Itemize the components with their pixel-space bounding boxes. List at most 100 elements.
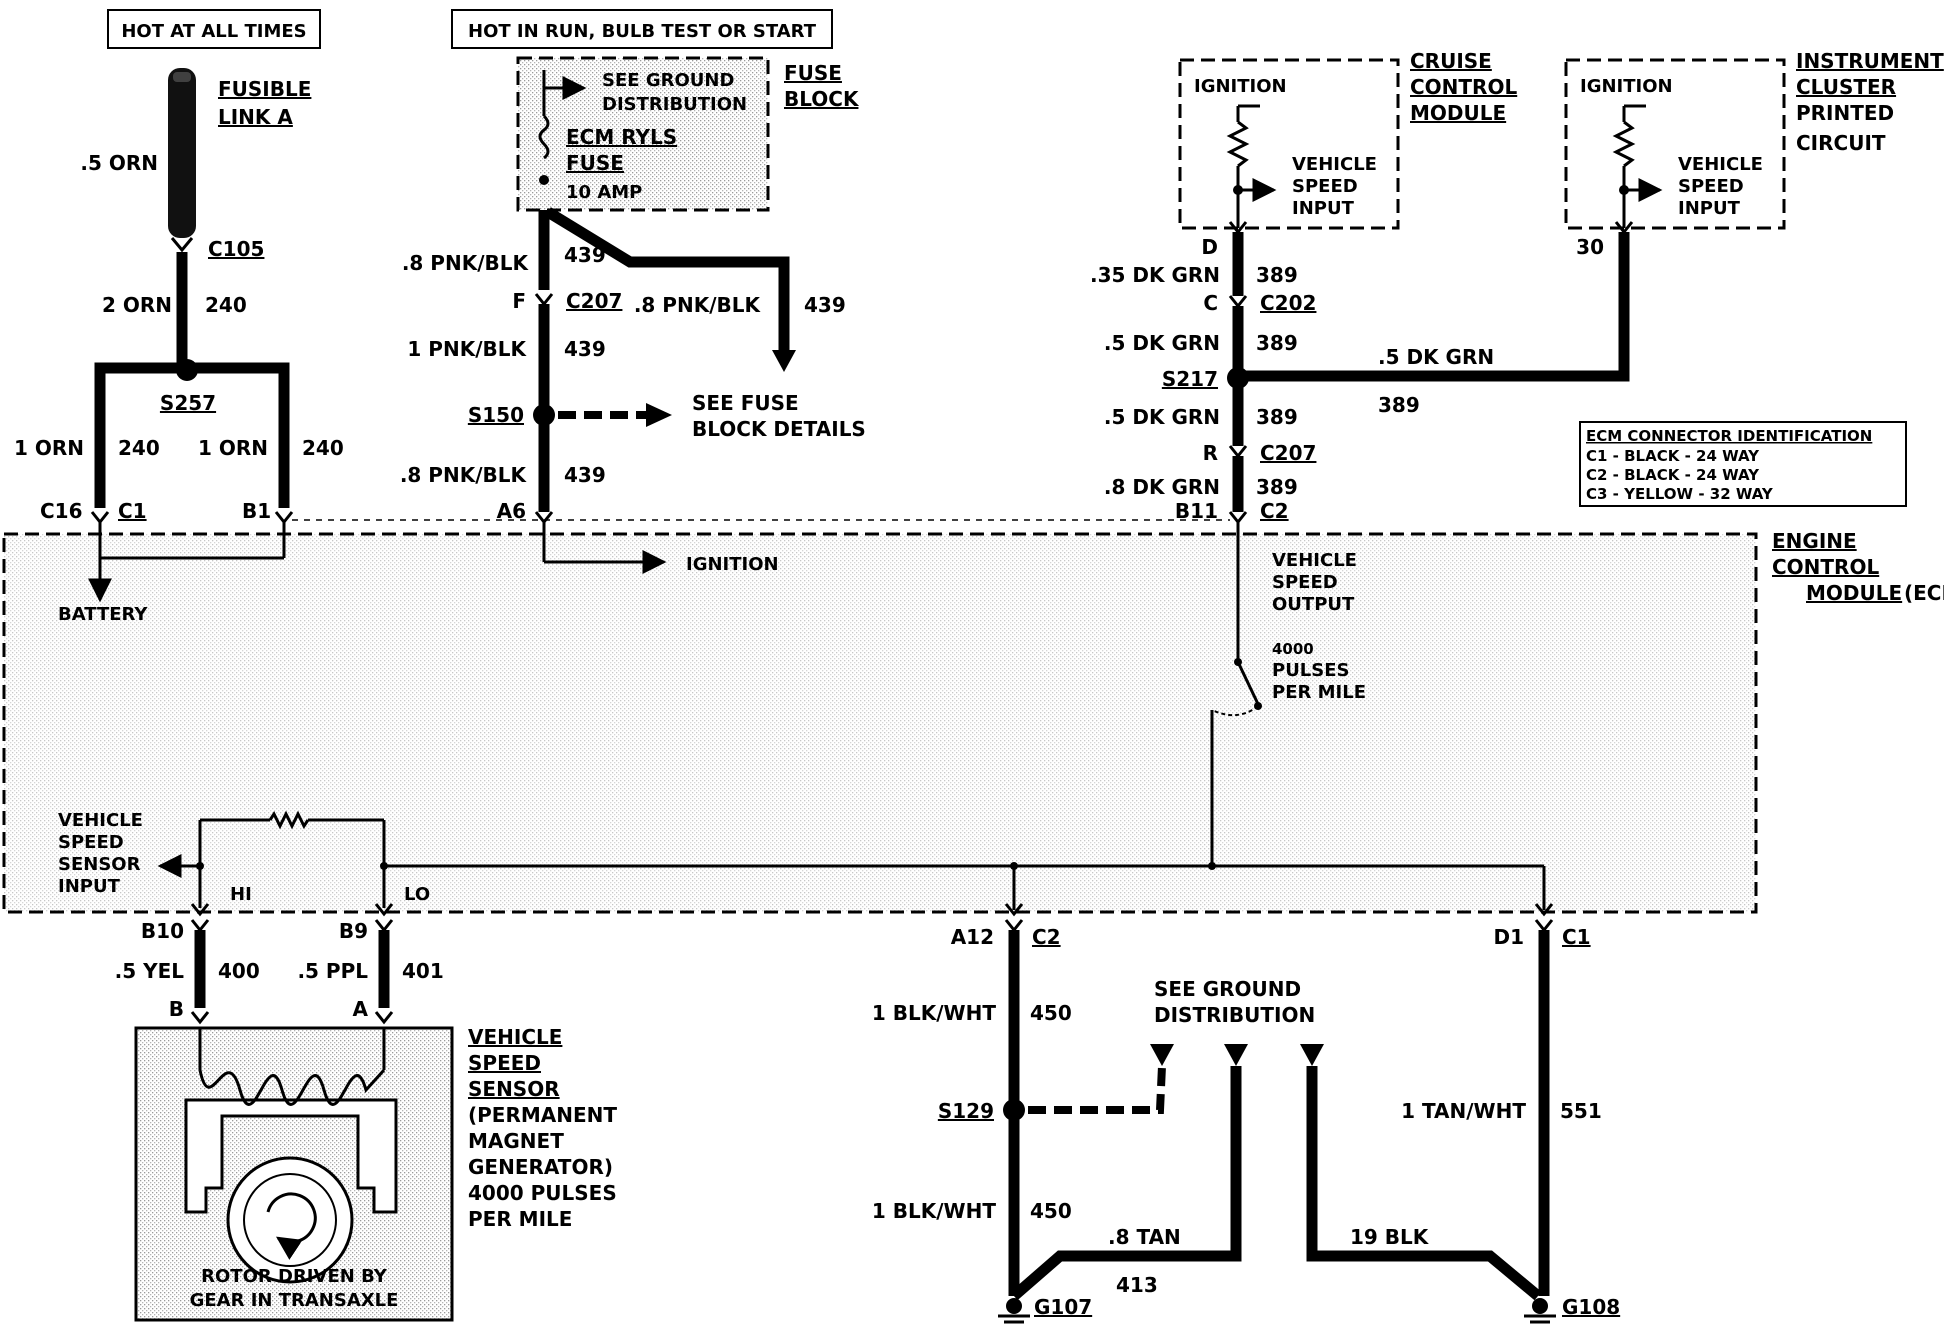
svg-text:C2 - BLACK - 24 WAY: C2 - BLACK - 24 WAY: [1586, 466, 1760, 484]
pin-c16: C16: [40, 499, 83, 523]
wire-dk-grn-1: .35 DK GRN: [1090, 263, 1220, 287]
svg-text:FUSIBLE: FUSIBLE: [218, 77, 311, 101]
svg-text:INSTRUMENT: INSTRUMENT: [1796, 49, 1944, 73]
fuse-block: FUSE BLOCK SEE GROUND DISTRIBUTION ECM R…: [516, 56, 860, 212]
svg-text:SPEED: SPEED: [1292, 176, 1358, 197]
splice-s257: S257: [160, 391, 216, 415]
svg-text:10 AMP: 10 AMP: [566, 182, 642, 203]
connector-c202: C202: [1260, 291, 1316, 315]
vss-label-8: PER MILE: [468, 1207, 572, 1231]
block-details-label: BLOCK DETAILS: [692, 417, 866, 441]
cruise-control-module: CRUISE CONTROL MODULE IGNITION VEHICLE S…: [1178, 49, 1517, 230]
vss-label-7: 4000 PULSES: [468, 1181, 617, 1205]
circuit-left: 240: [118, 436, 160, 460]
circuit-389-4: 389: [1256, 475, 1298, 499]
vssi-label-2: SPEED: [58, 832, 124, 853]
vss-label-2: SPEED: [468, 1051, 541, 1075]
engine-control-module: ENGINE CONTROL MODULE (ECM): [2, 529, 1944, 914]
circuit-389-1: 389: [1256, 263, 1298, 287]
ground-arrow-2: [1224, 1044, 1248, 1066]
svg-text:SPEED: SPEED: [1678, 176, 1744, 197]
vehicle-speed-sensor: ROTOR DRIVEN BY GEAR IN TRANSAXLE: [134, 1026, 454, 1322]
see-ground-label-2: DISTRIBUTION: [1154, 1003, 1315, 1027]
pin-a12: A12: [951, 925, 994, 949]
svg-text:CLUSTER: CLUSTER: [1796, 75, 1896, 99]
ground-arrow-1: [1150, 1044, 1174, 1066]
connector-c207-right: C207: [1260, 441, 1316, 465]
svg-text:ROTOR DRIVEN BY: ROTOR DRIVEN BY: [201, 1266, 388, 1287]
svg-text:INPUT: INPUT: [1678, 198, 1741, 219]
splice-s129: S129: [938, 1099, 994, 1123]
pin-d1: D1: [1493, 925, 1524, 949]
vso-label-3: OUTPUT: [1272, 594, 1355, 615]
hi-label: HI: [230, 884, 252, 905]
connector-c1-bottom: C1: [1562, 925, 1591, 949]
wire-pnk-blk-3: .8 PNK/BLK: [400, 463, 528, 487]
wire-dk-grn-3: .5 DK GRN: [1104, 405, 1220, 429]
circuit-240: 240: [205, 293, 247, 317]
svg-text:ECM RYLS: ECM RYLS: [566, 125, 677, 149]
vss-label-4: (PERMANENT: [468, 1103, 617, 1127]
vso-label-2: SPEED: [1272, 572, 1338, 593]
wire-blk-wht-a: 1 BLK/WHT: [872, 1001, 996, 1025]
circuit-439-3: 439: [564, 463, 606, 487]
svg-text:C1 - BLACK - 24 WAY: C1 - BLACK - 24 WAY: [1586, 447, 1760, 465]
lo-label: LO: [404, 884, 430, 905]
svg-text:SEE GROUND: SEE GROUND: [602, 70, 734, 91]
wire-ppl: .5 PPL: [297, 959, 368, 983]
svg-text:LINK A: LINK A: [218, 105, 293, 129]
svg-text:INPUT: INPUT: [1292, 198, 1355, 219]
connector-c2-bottom: C2: [1032, 925, 1061, 949]
ground-g108-icon: [1524, 1298, 1556, 1324]
vssi-label-3: SENSOR: [58, 854, 141, 875]
terminal-b: B: [169, 997, 184, 1021]
circuit-551: 551: [1560, 1099, 1602, 1123]
circuit-401: 401: [402, 959, 444, 983]
svg-text:GEAR IN TRANSAXLE: GEAR IN TRANSAXLE: [190, 1290, 399, 1311]
wire-pnk-blk-1: .8 PNK/BLK: [402, 251, 530, 275]
circuit-439-branch: 439: [804, 293, 846, 317]
ground-g107-icon: [998, 1298, 1030, 1324]
pulses-label-2: PULSES: [1272, 660, 1350, 681]
wire-right-orn: 1 ORN: [198, 436, 268, 460]
svg-text:IGNITION: IGNITION: [1194, 76, 1287, 97]
splice-s150-dot: [533, 404, 555, 426]
vss-label-5: MAGNET: [468, 1129, 564, 1153]
svg-text:.5 ORN: .5 ORN: [80, 151, 158, 175]
circuit-450-b: 450: [1030, 1199, 1072, 1223]
connector-c1-top: C1: [118, 499, 147, 523]
svg-text:(ECM): (ECM): [1904, 581, 1944, 605]
svg-text:CONTROL: CONTROL: [1772, 555, 1879, 579]
hot-in-run-label: HOT IN RUN, BULB TEST OR START: [451, 9, 833, 49]
wire-dk-grn-4: .8 DK GRN: [1104, 475, 1220, 499]
pulses-label-3: PER MILE: [1272, 682, 1366, 703]
see-fuse-label: SEE FUSE: [692, 391, 799, 415]
wire-dk-grn-branch: .5 DK GRN: [1378, 345, 1494, 369]
connector-c2-top: C2: [1260, 499, 1289, 523]
circuit-450-a: 450: [1030, 1001, 1072, 1025]
svg-text:ECM CONNECTOR IDENTIFICATION: ECM CONNECTOR IDENTIFICATION: [1586, 427, 1872, 445]
circuit-right: 240: [302, 436, 344, 460]
wire-dk-grn-2: .5 DK GRN: [1104, 331, 1220, 355]
wire-tan: .8 TAN: [1108, 1225, 1181, 1249]
wire-pnk-blk-2: 1 PNK/BLK: [407, 337, 527, 361]
ground-arrow-3: [1300, 1044, 1324, 1066]
pin-a6: A6: [497, 499, 526, 523]
battery-label: BATTERY: [58, 604, 148, 625]
pin-c: C: [1203, 291, 1218, 315]
pulses-label-1: 4000: [1272, 640, 1314, 658]
svg-text:PRINTED: PRINTED: [1796, 101, 1894, 125]
svg-text:HOT IN RUN, BULB TEST OR START: HOT IN RUN, BULB TEST OR START: [468, 21, 817, 42]
wire-yel: .5 YEL: [115, 959, 185, 983]
svg-text:ENGINE: ENGINE: [1772, 529, 1857, 553]
fusible-link-a: FUSIBLE LINK A .5 ORN: [80, 68, 311, 238]
circuit-389-branch: 389: [1378, 393, 1420, 417]
circuit-389-3: 389: [1256, 405, 1298, 429]
pin-b11: B11: [1175, 499, 1218, 523]
pin-r: R: [1203, 441, 1218, 465]
pin-b10: B10: [141, 919, 184, 943]
svg-text:VEHICLE: VEHICLE: [1292, 154, 1377, 175]
circuit-439-2: 439: [564, 337, 606, 361]
splice-s129-dot: [1003, 1099, 1025, 1121]
svg-text:CIRCUIT: CIRCUIT: [1796, 131, 1886, 155]
